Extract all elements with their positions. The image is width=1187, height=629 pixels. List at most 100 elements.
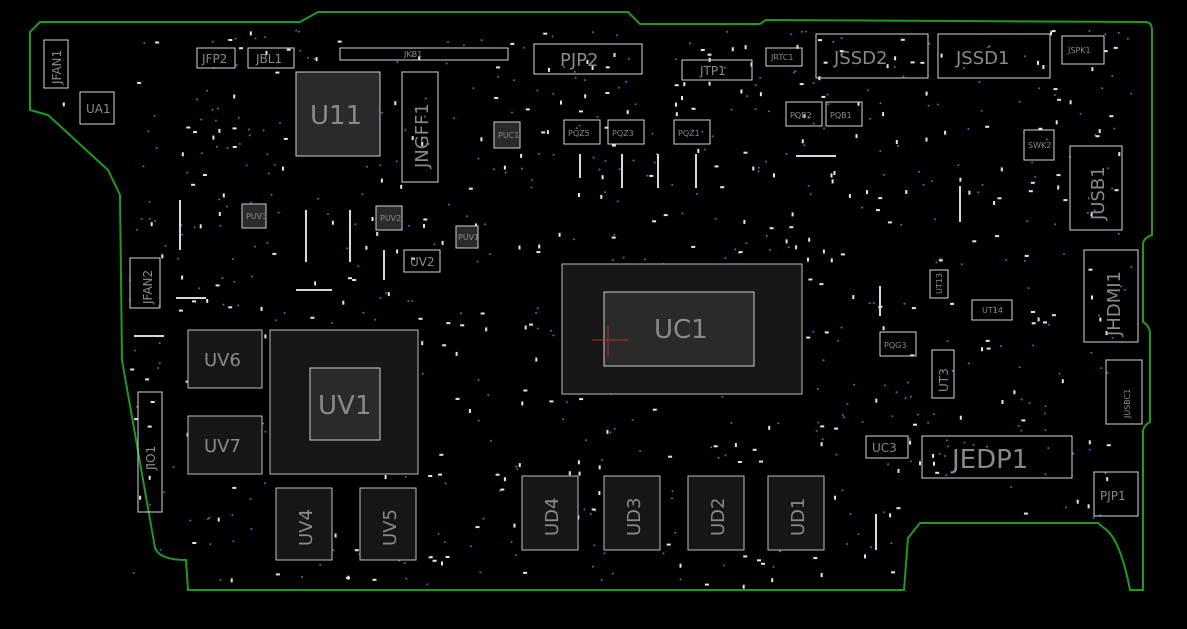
fet-pqb2[interactable]: PQB2 xyxy=(785,101,823,127)
pad xyxy=(192,542,197,544)
via xyxy=(536,327,539,330)
pad xyxy=(282,166,284,171)
connector-jhdmi1[interactable]: JHDMI1 xyxy=(1083,249,1139,343)
via xyxy=(206,518,209,520)
pad xyxy=(910,61,915,64)
connector-pjp2[interactable]: PJP2 xyxy=(533,43,643,75)
connector-jedp1[interactable]: JEDP1 xyxy=(921,435,1073,479)
chip-uc3[interactable]: UC3 xyxy=(865,435,909,459)
label-swk2: SWK2 xyxy=(1028,141,1051,150)
chip-ud4[interactable]: UD4 xyxy=(521,475,579,551)
via xyxy=(1072,452,1075,455)
pad xyxy=(348,277,352,280)
chip-ut3[interactable]: UT3 xyxy=(931,349,955,399)
pad xyxy=(932,453,935,458)
connector-jfan2[interactable]: JFAN2 xyxy=(129,257,161,309)
pad xyxy=(820,573,823,578)
via xyxy=(513,79,515,82)
via xyxy=(985,445,988,448)
chip-uv2[interactable]: UV2 xyxy=(403,249,441,273)
via xyxy=(882,511,885,514)
via xyxy=(411,54,414,57)
chip-uv6[interactable]: UV6 xyxy=(187,329,263,389)
connector-jspk1[interactable]: JSPK1 xyxy=(1061,35,1105,65)
via xyxy=(1027,287,1030,290)
pad xyxy=(543,32,548,35)
pad xyxy=(215,284,220,287)
via xyxy=(963,441,966,444)
switch-swk2[interactable]: SWK2 xyxy=(1023,129,1055,161)
chip-uc1[interactable]: UC1 xyxy=(561,263,803,395)
via xyxy=(403,562,406,565)
chip-puv2[interactable]: PUV2 xyxy=(375,205,403,231)
via xyxy=(163,491,166,494)
via xyxy=(489,439,492,442)
pad xyxy=(995,235,1000,238)
via xyxy=(159,548,162,551)
fet-pqb1[interactable]: PQB1 xyxy=(825,101,863,127)
chip-puv1[interactable]: PUV1 xyxy=(455,225,479,249)
connector-jrtc1[interactable]: JRTC1 xyxy=(765,47,803,67)
pad xyxy=(347,575,350,580)
via xyxy=(967,128,970,130)
via xyxy=(472,87,475,90)
fet-pqz1[interactable]: PQZ1 xyxy=(673,119,711,145)
chip-ud2[interactable]: UD2 xyxy=(687,475,745,551)
chip-ua1[interactable]: UA1 xyxy=(79,91,115,125)
fet-pqg3[interactable]: PQG3 xyxy=(879,331,917,357)
pad xyxy=(192,300,197,303)
via xyxy=(1044,473,1047,476)
via xyxy=(263,482,266,485)
pad xyxy=(920,61,925,64)
pad xyxy=(475,526,480,529)
chip-uv4[interactable]: UV4 xyxy=(275,487,333,561)
via xyxy=(927,104,930,107)
chip-uv5[interactable]: UV5 xyxy=(359,487,417,561)
pad xyxy=(796,44,799,49)
pad xyxy=(193,131,197,134)
via xyxy=(211,108,214,111)
via xyxy=(1053,94,1056,97)
via xyxy=(196,98,199,101)
chip-ut14[interactable]: UT14 xyxy=(971,299,1013,321)
pad xyxy=(649,174,654,177)
chip-u11[interactable]: U11 xyxy=(295,71,381,157)
connector-jtp1[interactable]: JTP1 xyxy=(681,59,753,81)
connector-jusb1[interactable]: JUSB1 xyxy=(1069,145,1123,231)
via xyxy=(724,454,727,457)
connector-jfp2[interactable]: JFP2 xyxy=(196,47,236,69)
fet-pqz3[interactable]: PQZ3 xyxy=(607,119,645,145)
connector-pjp1[interactable]: PJP1 xyxy=(1093,471,1139,517)
chip-ut13[interactable]: UT13 xyxy=(929,269,949,299)
via xyxy=(562,418,565,420)
chip-puv3[interactable]: PUV3 xyxy=(241,203,267,229)
via xyxy=(237,304,240,307)
chip-uv1[interactable]: UV1 xyxy=(269,329,419,475)
via xyxy=(822,359,825,362)
connector-jssd2[interactable]: JSSD2 xyxy=(815,33,929,79)
chip-uv7[interactable]: UV7 xyxy=(187,415,263,475)
via xyxy=(536,89,539,92)
label-uv6: UV6 xyxy=(204,350,241,371)
via xyxy=(644,258,646,261)
chip-puc1[interactable]: PUC1 xyxy=(493,121,521,149)
connector-jusbc1[interactable]: JUSBC1 xyxy=(1105,359,1143,425)
connector-jbl1[interactable]: JBL1 xyxy=(247,47,295,69)
connector-jkb1[interactable]: JKB1 xyxy=(339,47,509,61)
via xyxy=(219,224,222,227)
connector-jfan1[interactable]: JFAN1 xyxy=(43,39,69,89)
pad xyxy=(441,561,443,566)
pad xyxy=(891,571,895,574)
via xyxy=(301,576,304,578)
pad xyxy=(423,223,425,228)
fet-pqz5[interactable]: PQZ5 xyxy=(563,119,601,145)
chip-ud1[interactable]: UD1 xyxy=(767,475,825,551)
via xyxy=(815,429,818,432)
chip-ud3[interactable]: UD3 xyxy=(603,475,661,551)
connector-jngff1[interactable]: JNGFF1 xyxy=(401,71,439,183)
via xyxy=(521,167,523,170)
connector-jio1[interactable]: JIO1 xyxy=(137,391,163,513)
connector-jssd1[interactable]: JSSD1 xyxy=(937,33,1051,79)
via xyxy=(598,168,601,171)
pad xyxy=(191,183,196,186)
